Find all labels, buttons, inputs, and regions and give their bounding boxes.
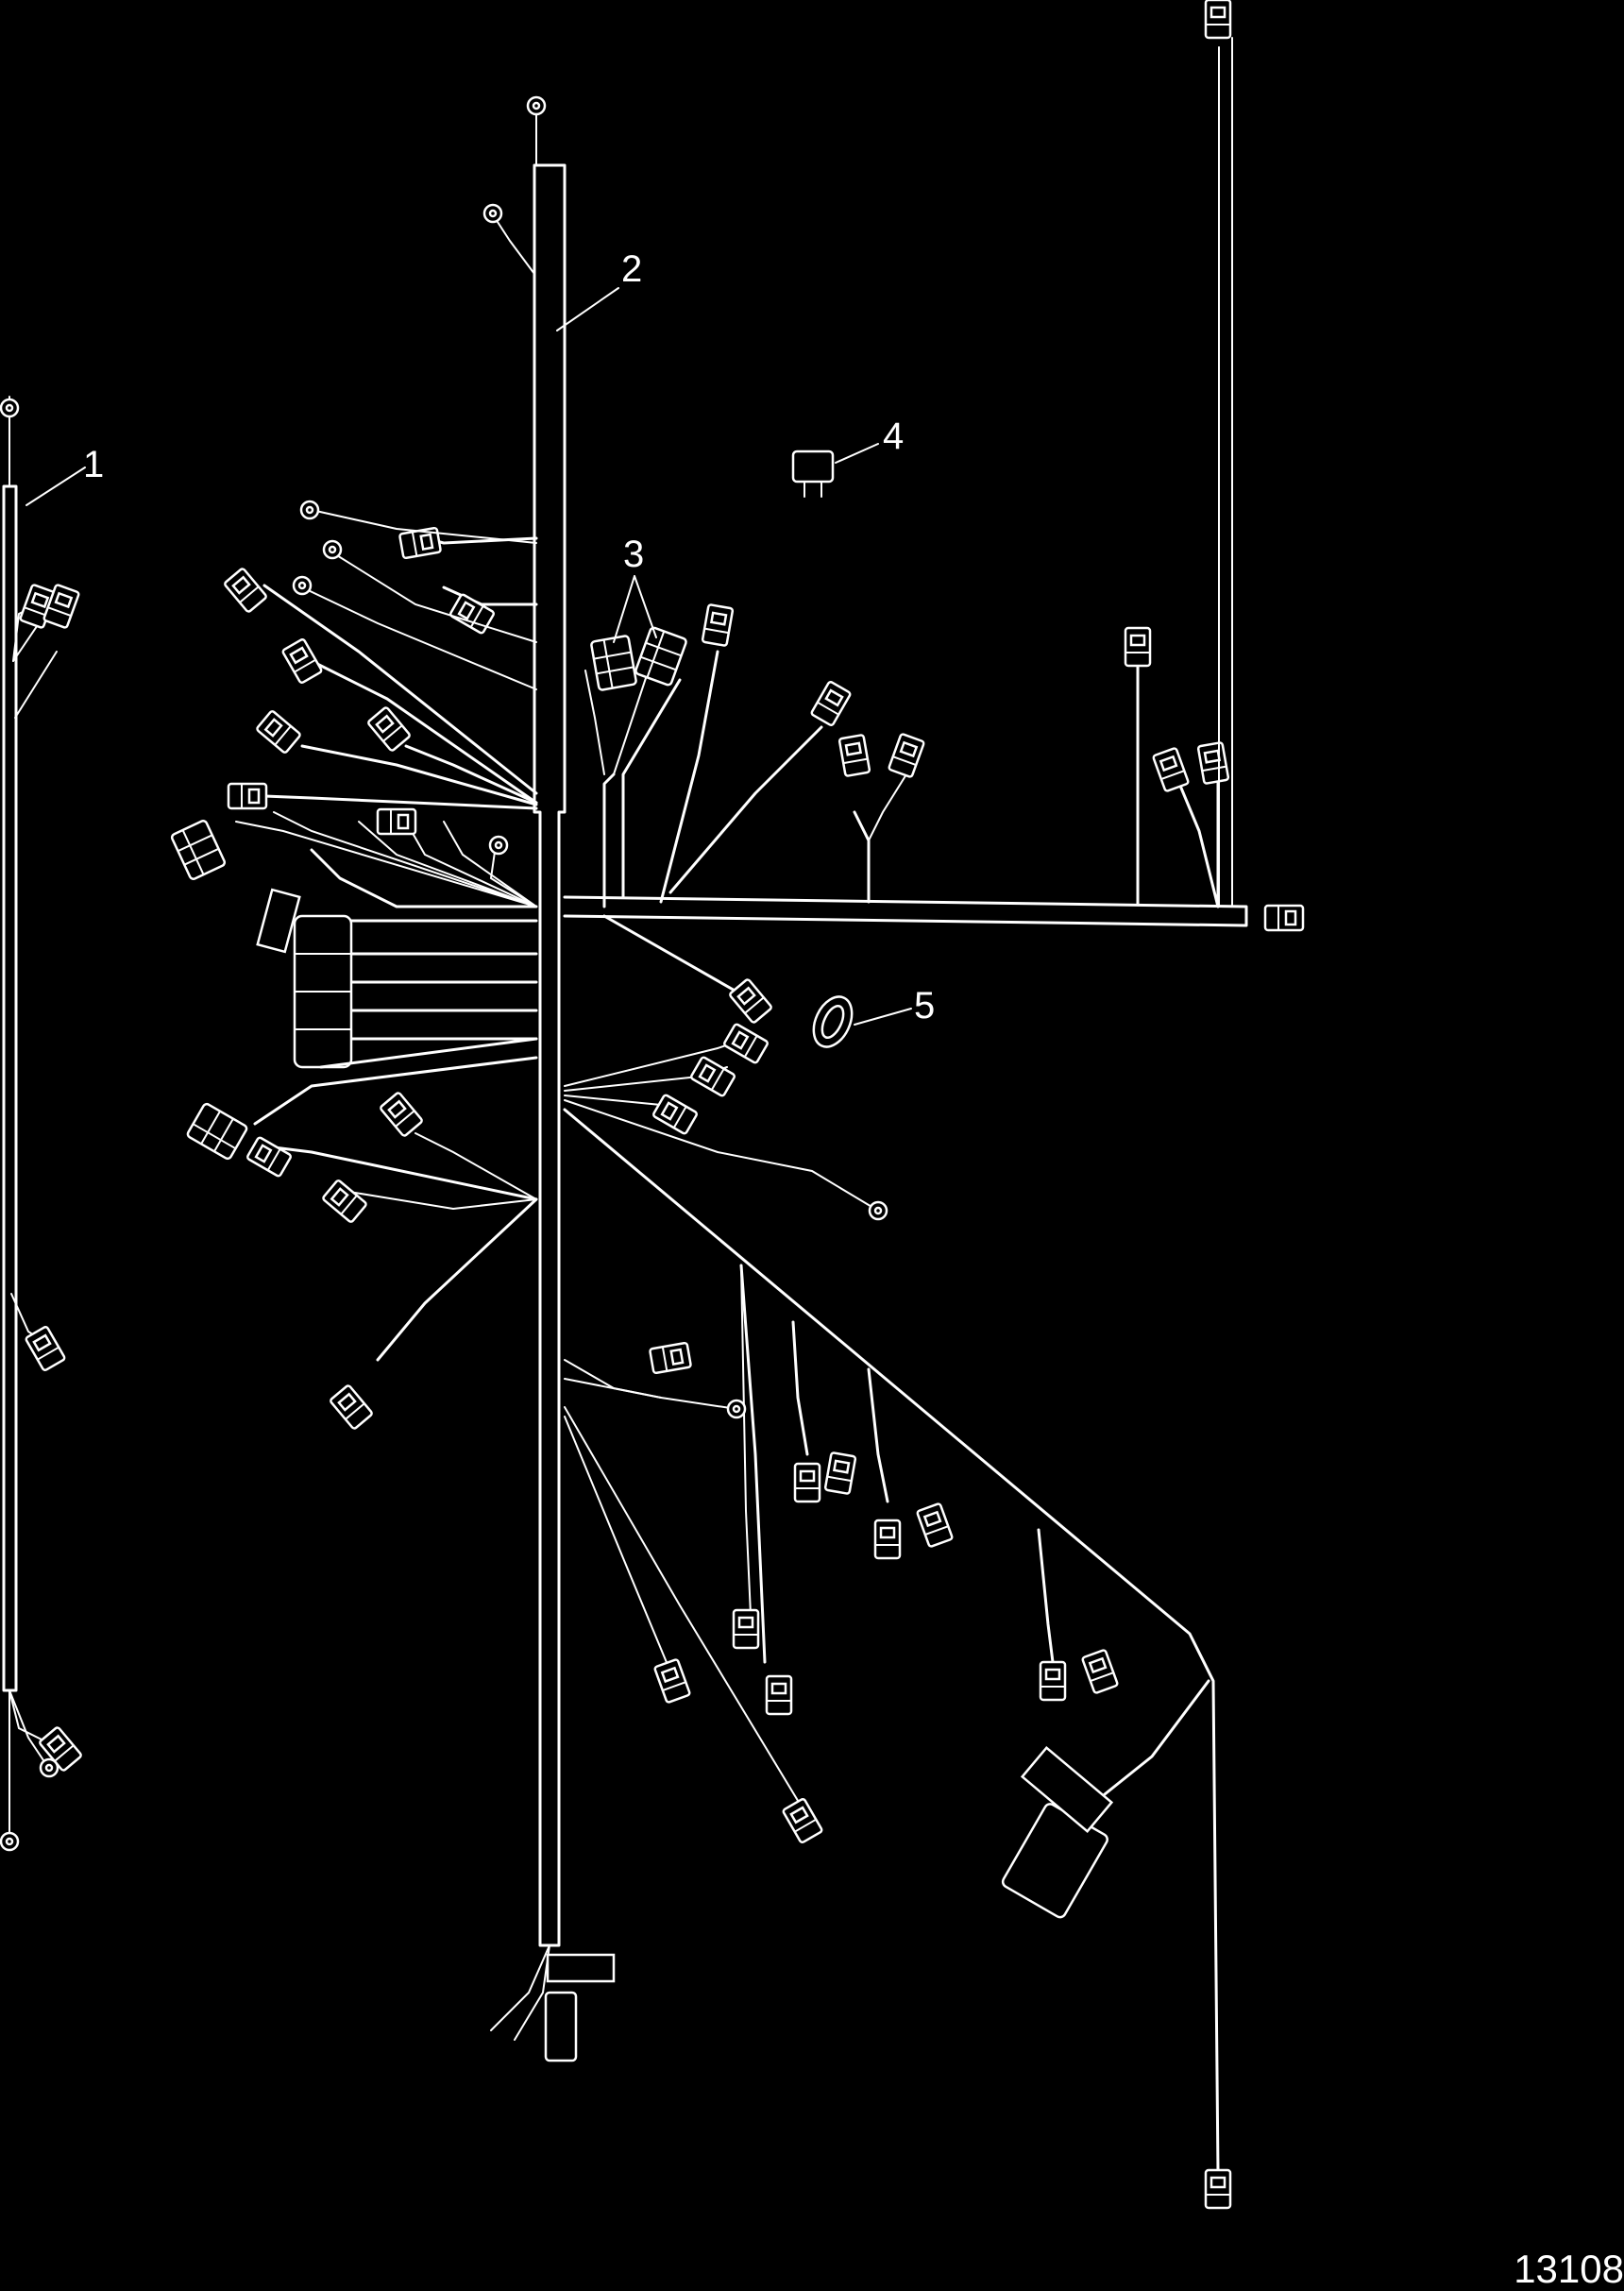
callout-label-2: 2 <box>621 248 642 290</box>
harness-2 <box>169 0 1305 2210</box>
callout-4: 4 <box>835 416 904 464</box>
callout-label-1: 1 <box>83 444 104 485</box>
callout-label-4: 4 <box>883 416 904 457</box>
callout-label-3: 3 <box>623 534 644 575</box>
callout-5: 5 <box>854 985 935 1027</box>
figure-id: 13108 <box>1514 2247 1624 2291</box>
callout-2: 2 <box>556 248 642 331</box>
harness-1 <box>0 396 84 1852</box>
item-4-connector <box>791 450 835 498</box>
callout-3: 3 <box>613 534 657 643</box>
item-5-grommet <box>812 995 854 1048</box>
callout-1: 1 <box>25 444 104 506</box>
callout-label-5: 5 <box>914 985 935 1027</box>
